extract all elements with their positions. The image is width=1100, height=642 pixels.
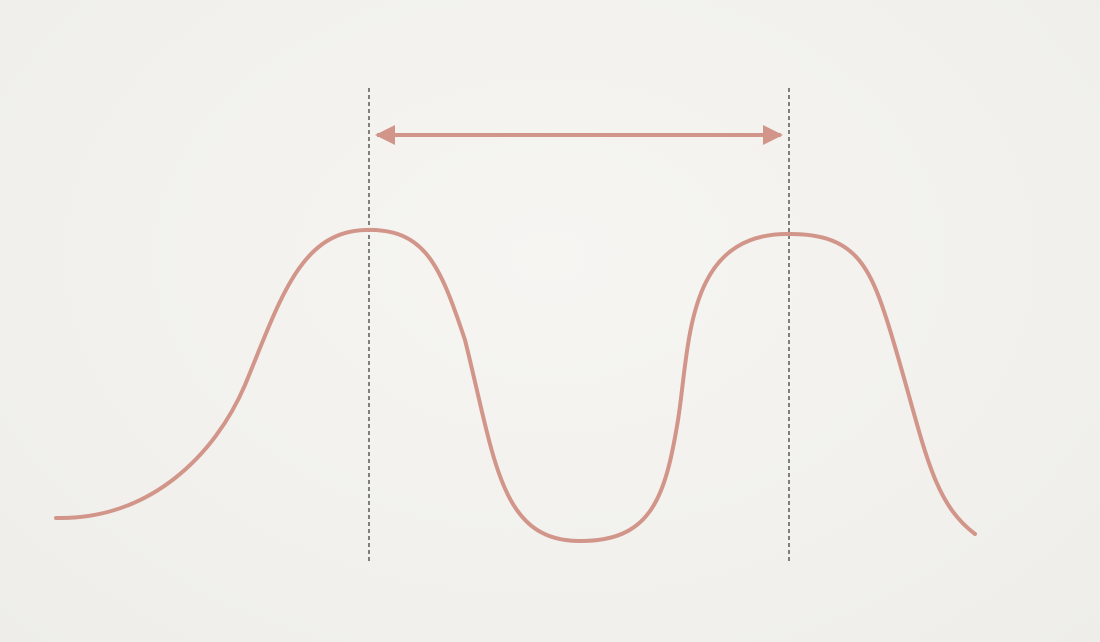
waveform: [54, 227, 977, 544]
